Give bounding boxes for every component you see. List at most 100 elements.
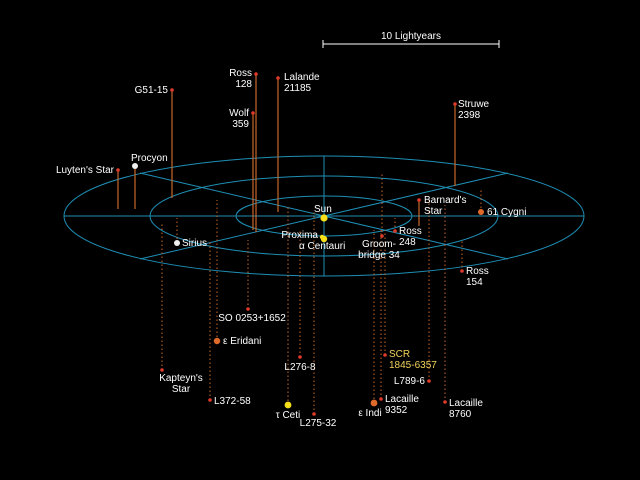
epsilon-indi-label-line: ε Indi <box>358 408 381 419</box>
epsilon-eridani-marker[interactable] <box>213 337 221 345</box>
l789-6-label-line: L789-6 <box>394 376 426 387</box>
barnards-star-label-line: Star <box>424 206 443 217</box>
procyon-marker[interactable] <box>132 163 138 169</box>
epsilon-indi-marker[interactable] <box>370 399 378 407</box>
tau-ceti-marker[interactable] <box>284 401 292 409</box>
sirius-marker[interactable] <box>174 240 180 246</box>
lacaille-9352-label-line: Lacaille <box>385 394 419 405</box>
barnards-star-marker[interactable] <box>417 198 421 202</box>
plane-grid <box>63 155 585 277</box>
lalande-21185-label-line: Lalande <box>284 72 320 83</box>
ross-128-label-line: 128 <box>235 79 252 90</box>
kapteyns-star-marker[interactable] <box>160 368 164 372</box>
ross-154-label-line: 154 <box>466 277 483 288</box>
procyon-label: Procyon <box>131 153 168 164</box>
ross-248-marker[interactable] <box>393 229 397 233</box>
struwe-2398-label-line: 2398 <box>458 110 481 121</box>
l372-58-label-line: L372-58 <box>214 396 251 407</box>
scale-bar: 10 Lightyears <box>322 31 500 48</box>
61-cygni-label: 61 Cygni <box>487 207 526 218</box>
so-0253-1652-label-line: SO 0253+1652 <box>218 313 286 324</box>
sun-marker[interactable] <box>320 214 328 222</box>
epsilon-eridani-label: ε Eridani <box>223 336 261 347</box>
ross-128-marker[interactable] <box>254 72 258 76</box>
alpha-centauri-label-line: α Centauri <box>299 241 345 252</box>
lalande-21185-marker[interactable] <box>276 76 280 80</box>
ross-248-label-line: 248 <box>399 237 416 248</box>
lacaille-9352-marker[interactable] <box>379 397 383 401</box>
tau-ceti-label-line: τ Ceti <box>276 410 301 421</box>
g51-15-label: G51-15 <box>135 85 169 96</box>
l372-58-label: L372-58 <box>214 396 251 407</box>
sun-label-line: Sun <box>314 204 332 215</box>
proxima-label-line: Proxima <box>281 230 318 241</box>
61-cygni-marker[interactable] <box>478 209 484 215</box>
l276-8-label-line: L276-8 <box>284 362 316 373</box>
so-0253-1652-marker[interactable] <box>246 307 250 311</box>
wolf-359-label-line: Wolf <box>229 108 249 119</box>
kapteyns-star-label-line: Star <box>172 384 191 395</box>
groombridge-34-marker[interactable] <box>380 234 384 238</box>
struwe-2398-label-line: Struwe <box>458 99 490 110</box>
groombridge-34-label-line: Groom- <box>362 239 396 250</box>
l789-6-marker[interactable] <box>427 379 431 383</box>
tau-ceti-label: τ Ceti <box>276 410 301 421</box>
wolf-359-label-line: 359 <box>232 119 249 130</box>
scale-bar-label: 10 Lightyears <box>381 31 441 42</box>
procyon-label-line: Procyon <box>131 153 168 164</box>
wolf-359-marker[interactable] <box>251 111 255 115</box>
l275-32-label: L275-32 <box>300 418 337 429</box>
lacaille-8760-marker[interactable] <box>443 400 447 404</box>
luytens-star-label: Luyten's Star <box>56 165 115 176</box>
lacaille-9352-label-line: 9352 <box>385 405 408 416</box>
barnards-star-label-line: Barnard's <box>424 195 467 206</box>
alpha-centauri-marker[interactable] <box>320 235 328 243</box>
ross-154-marker[interactable] <box>460 269 464 273</box>
epsilon-eridani-label-line: ε Eridani <box>223 336 261 347</box>
scr-1845-6357-label-line: SCR <box>389 349 410 360</box>
alpha-centauri-label: α Centauri <box>299 241 345 252</box>
lalande-21185-label-line: 21185 <box>284 83 312 94</box>
l275-32-label-line: L275-32 <box>300 418 337 429</box>
ross-248-label-line: Ross <box>399 226 422 237</box>
ross-154-label-line: Ross <box>466 266 489 277</box>
l276-8-label: L276-8 <box>284 362 316 373</box>
l789-6-label: L789-6 <box>394 376 426 387</box>
g51-15-label-line: G51-15 <box>135 85 169 96</box>
sun-label: Sun <box>314 204 332 215</box>
scr-1845-6357-marker[interactable] <box>383 353 387 357</box>
sirius-label: Sirius <box>182 238 207 249</box>
l372-58-marker[interactable] <box>208 398 212 402</box>
g51-15-marker[interactable] <box>170 88 174 92</box>
l276-8-marker[interactable] <box>298 355 302 359</box>
l275-32-marker[interactable] <box>312 412 316 416</box>
groombridge-34-label: Groom-bridge 34 <box>358 239 400 261</box>
61-cygni-label-line: 61 Cygni <box>487 207 526 218</box>
sirius-label-line: Sirius <box>182 238 207 249</box>
groombridge-34-label-line: bridge 34 <box>358 250 400 261</box>
luytens-star-label-line: Luyten's Star <box>56 165 115 176</box>
luytens-star-marker[interactable] <box>116 168 120 172</box>
so-0253-1652-label: SO 0253+1652 <box>218 313 286 324</box>
ross-128-label-line: Ross <box>229 68 252 79</box>
kapteyns-star-label-line: Kapteyn's <box>159 373 203 384</box>
star-stems <box>117 74 482 414</box>
struwe-2398-marker[interactable] <box>453 102 457 106</box>
epsilon-indi-label: ε Indi <box>358 408 381 419</box>
scr-1845-6357-label-line: 1845-6357 <box>389 360 437 371</box>
proxima-label: Proxima <box>281 230 318 241</box>
lacaille-8760-label-line: 8760 <box>449 409 472 420</box>
